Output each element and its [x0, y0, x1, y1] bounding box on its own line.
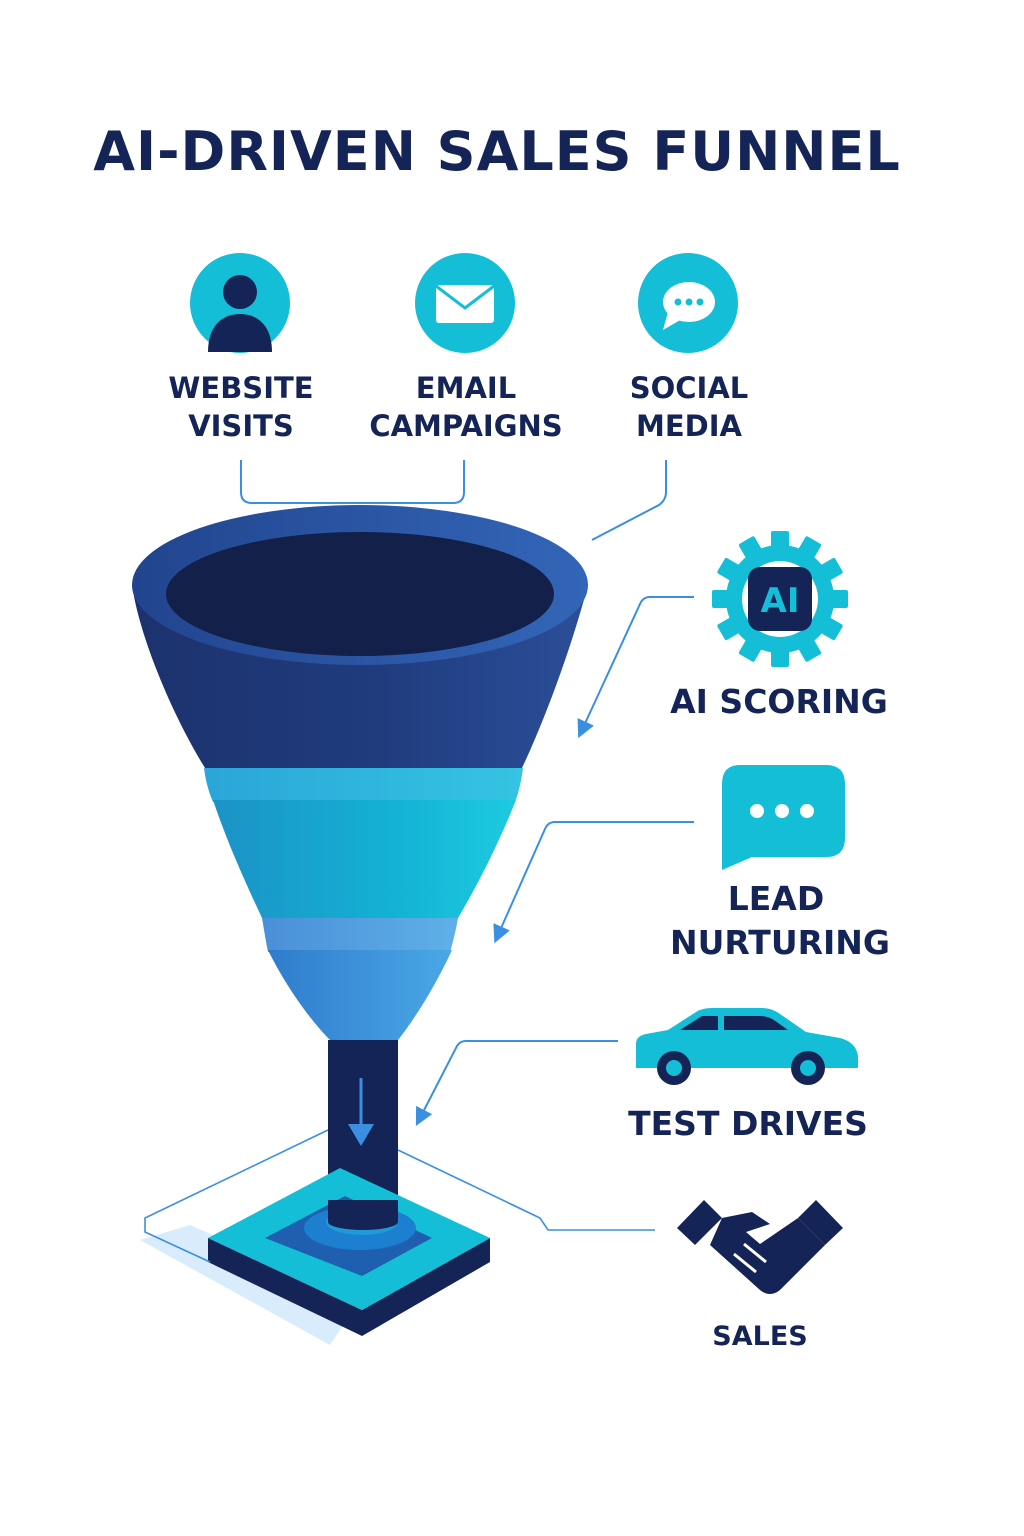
stage-label-lead-line1: LEAD [728, 879, 825, 918]
stage-label-test-drives: TEST DRIVES [628, 1104, 868, 1143]
gear-ai-text: AI [761, 581, 800, 621]
source-connector-social [591, 460, 667, 541]
user-icon [190, 253, 290, 353]
source-label-website-line1: WEBSITE [168, 371, 313, 405]
envelope-icon [415, 253, 515, 353]
speech-bubble-icon [722, 765, 845, 870]
car-icon [636, 1008, 858, 1085]
funnel [132, 505, 588, 1345]
source-label-social-line1: SOCIAL [630, 371, 749, 405]
handshake-icon [677, 1200, 843, 1300]
stage-label-ai-scoring: AI SCORING [670, 682, 888, 721]
arrow-lead-nurturing [493, 821, 694, 944]
source-label-email-line2: CAMPAIGNS [369, 409, 562, 443]
arrow-ai-scoring [577, 596, 694, 739]
stage-label-lead-line2: NURTURING [670, 923, 890, 962]
source-label-website-line2: VISITS [188, 409, 294, 443]
chat-bubble-icon [638, 253, 738, 353]
source-label-email-line1: EMAIL [416, 371, 516, 405]
arrow-test-drives [415, 1040, 618, 1127]
funnel-right-guide-line [397, 1149, 655, 1231]
funnel-left-guide-line [144, 1129, 329, 1263]
ai-gear-icon: AI [712, 531, 848, 667]
source-connector-website-email [240, 460, 465, 504]
stage-label-sales: SALES [712, 1321, 807, 1352]
source-label-social-line2: MEDIA [636, 409, 743, 443]
page-title: AI-DRIVEN SALES FUNNEL [93, 120, 901, 183]
